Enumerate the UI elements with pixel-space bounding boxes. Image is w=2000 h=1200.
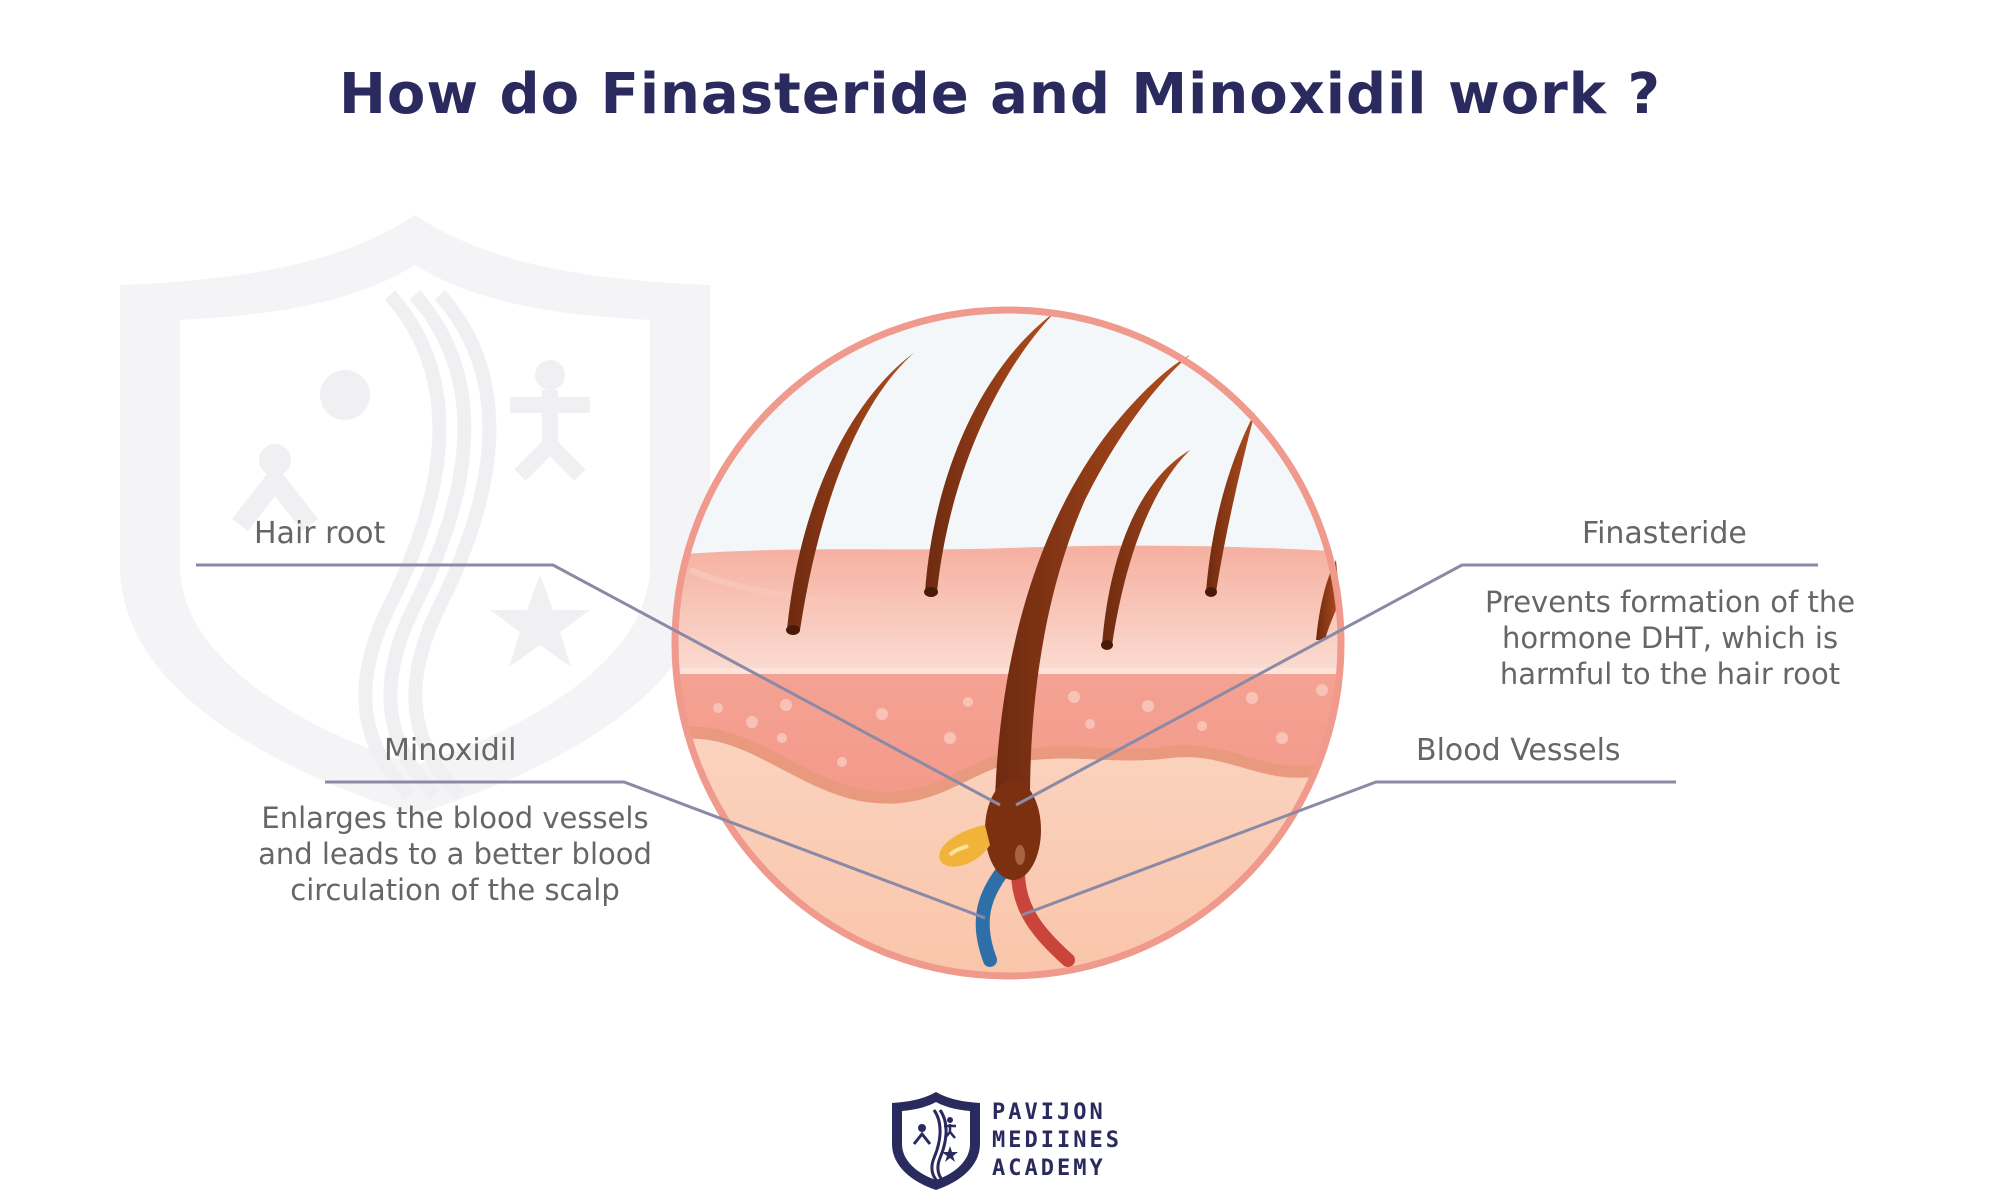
vein — [975, 865, 1009, 967]
finasteride-desc-line-1: Prevents formation of the — [1484, 585, 1856, 619]
blood-vessels-leader-line — [1021, 780, 1676, 917]
minoxidil-description: Enlarges the blood vessels and leads to … — [200, 800, 710, 908]
finasteride-leader-line — [1015, 563, 1818, 807]
minoxidil-desc-line-1: Enlarges the blood vessels — [261, 801, 649, 835]
epidermis — [675, 545, 1341, 675]
hair-root-label: Hair root — [254, 516, 386, 551]
finasteride-desc-line-3: harmful to the hair root — [1499, 657, 1841, 691]
leader-lines — [196, 563, 1818, 920]
finasteride-description: Prevents formation of the hormone DHT, w… — [1420, 584, 1920, 692]
blood-vessels-label: Blood Vessels — [1416, 733, 1621, 768]
page-title: How do Finasteride and Minoxidil work ? — [338, 62, 1662, 127]
magnifier-circle — [671, 306, 1345, 980]
hair-root-leader-line — [196, 563, 1001, 807]
minoxidil-label: Minoxidil — [384, 733, 517, 768]
minoxidil-desc-line-3: circulation of the scalp — [290, 873, 620, 907]
main-hair-shaft — [995, 355, 1190, 800]
finasteride-desc-line-2: hormone DHT, which is — [1501, 621, 1839, 655]
logo-text-line-1: PAVIJON — [992, 1100, 1106, 1125]
minoxidil-leader-line — [325, 780, 986, 920]
watermark-shield-icon — [120, 215, 710, 815]
finasteride-label: Finasteride — [1582, 516, 1747, 551]
artery — [1011, 865, 1075, 967]
dermis-speckles — [713, 684, 1328, 767]
logo-text-line-2: MEDIINES — [992, 1128, 1122, 1153]
logo-text-line-3: ACADEMY — [992, 1156, 1106, 1181]
minoxidil-desc-line-2: and leads to a better blood — [258, 837, 652, 871]
academy-logo-shield-icon — [892, 1092, 980, 1190]
